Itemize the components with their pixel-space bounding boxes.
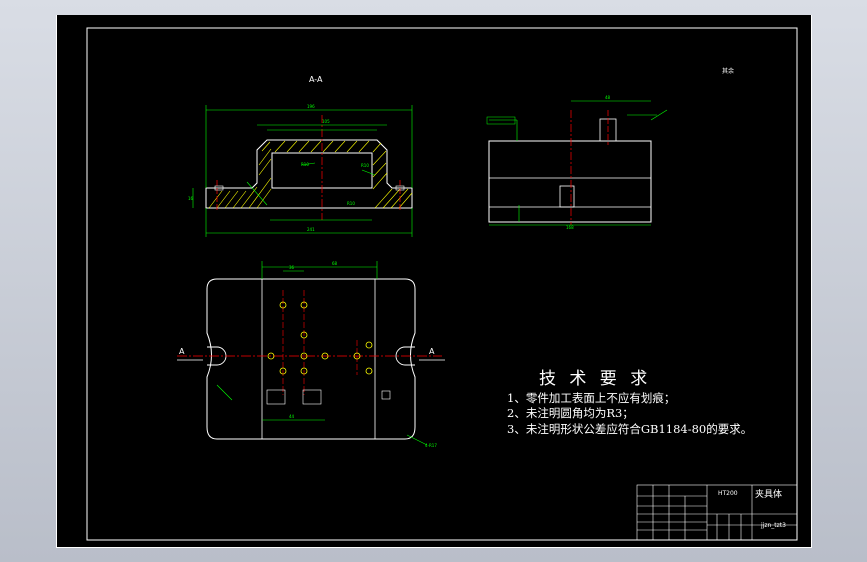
section-dimensions bbox=[192, 105, 413, 237]
svg-text:105: 105 bbox=[322, 119, 330, 124]
title-block-material: HT200 bbox=[718, 490, 738, 497]
svg-text:16: 16 bbox=[188, 196, 194, 201]
svg-text:36: 36 bbox=[289, 265, 295, 270]
svg-text:4-R17: 4-R17 bbox=[425, 443, 437, 448]
tech-requirements-title: 技 术 要 求 bbox=[539, 369, 652, 389]
section-marker-right: A bbox=[429, 347, 435, 356]
cad-drawing: 196 241 105 R10 R10 R10 16 bbox=[86, 27, 798, 541]
title-block-drawing-code: jjzn_tzt3 bbox=[761, 522, 786, 529]
section-view: 196 241 105 R10 R10 R10 16 bbox=[188, 104, 413, 237]
drawing-frame bbox=[86, 27, 798, 541]
tech-requirement-2: 2、未注明圆角均为R3； bbox=[507, 406, 634, 420]
svg-text:68: 68 bbox=[332, 261, 338, 266]
section-label: A-A bbox=[309, 75, 323, 84]
side-view: 168 48 bbox=[486, 95, 668, 230]
plan-view: 68 36 44 4-R17 bbox=[177, 261, 445, 448]
cad-viewport[interactable]: 196 241 105 R10 R10 R10 16 bbox=[56, 15, 812, 548]
svg-text:168: 168 bbox=[566, 225, 574, 230]
tech-requirement-1: 1、零件加工表面上不应有划痕； bbox=[507, 391, 676, 405]
title-block-part-name: 夹具体 bbox=[755, 490, 783, 500]
section-marker-left: A bbox=[179, 347, 185, 356]
roughness-note: 其余 bbox=[722, 68, 735, 75]
svg-text:241: 241 bbox=[307, 227, 315, 232]
svg-text:48: 48 bbox=[605, 95, 611, 100]
svg-text:R10: R10 bbox=[301, 162, 309, 167]
title-block bbox=[636, 484, 798, 541]
svg-text:R10: R10 bbox=[361, 163, 369, 168]
section-hatch bbox=[208, 140, 413, 209]
plan-holes bbox=[267, 301, 373, 375]
svg-text:44: 44 bbox=[289, 414, 295, 419]
tech-requirement-3: 3、未注明形状公差应符合GB1184-80的要求。 bbox=[507, 422, 753, 436]
svg-text:196: 196 bbox=[307, 104, 315, 109]
svg-text:R10: R10 bbox=[347, 201, 355, 206]
